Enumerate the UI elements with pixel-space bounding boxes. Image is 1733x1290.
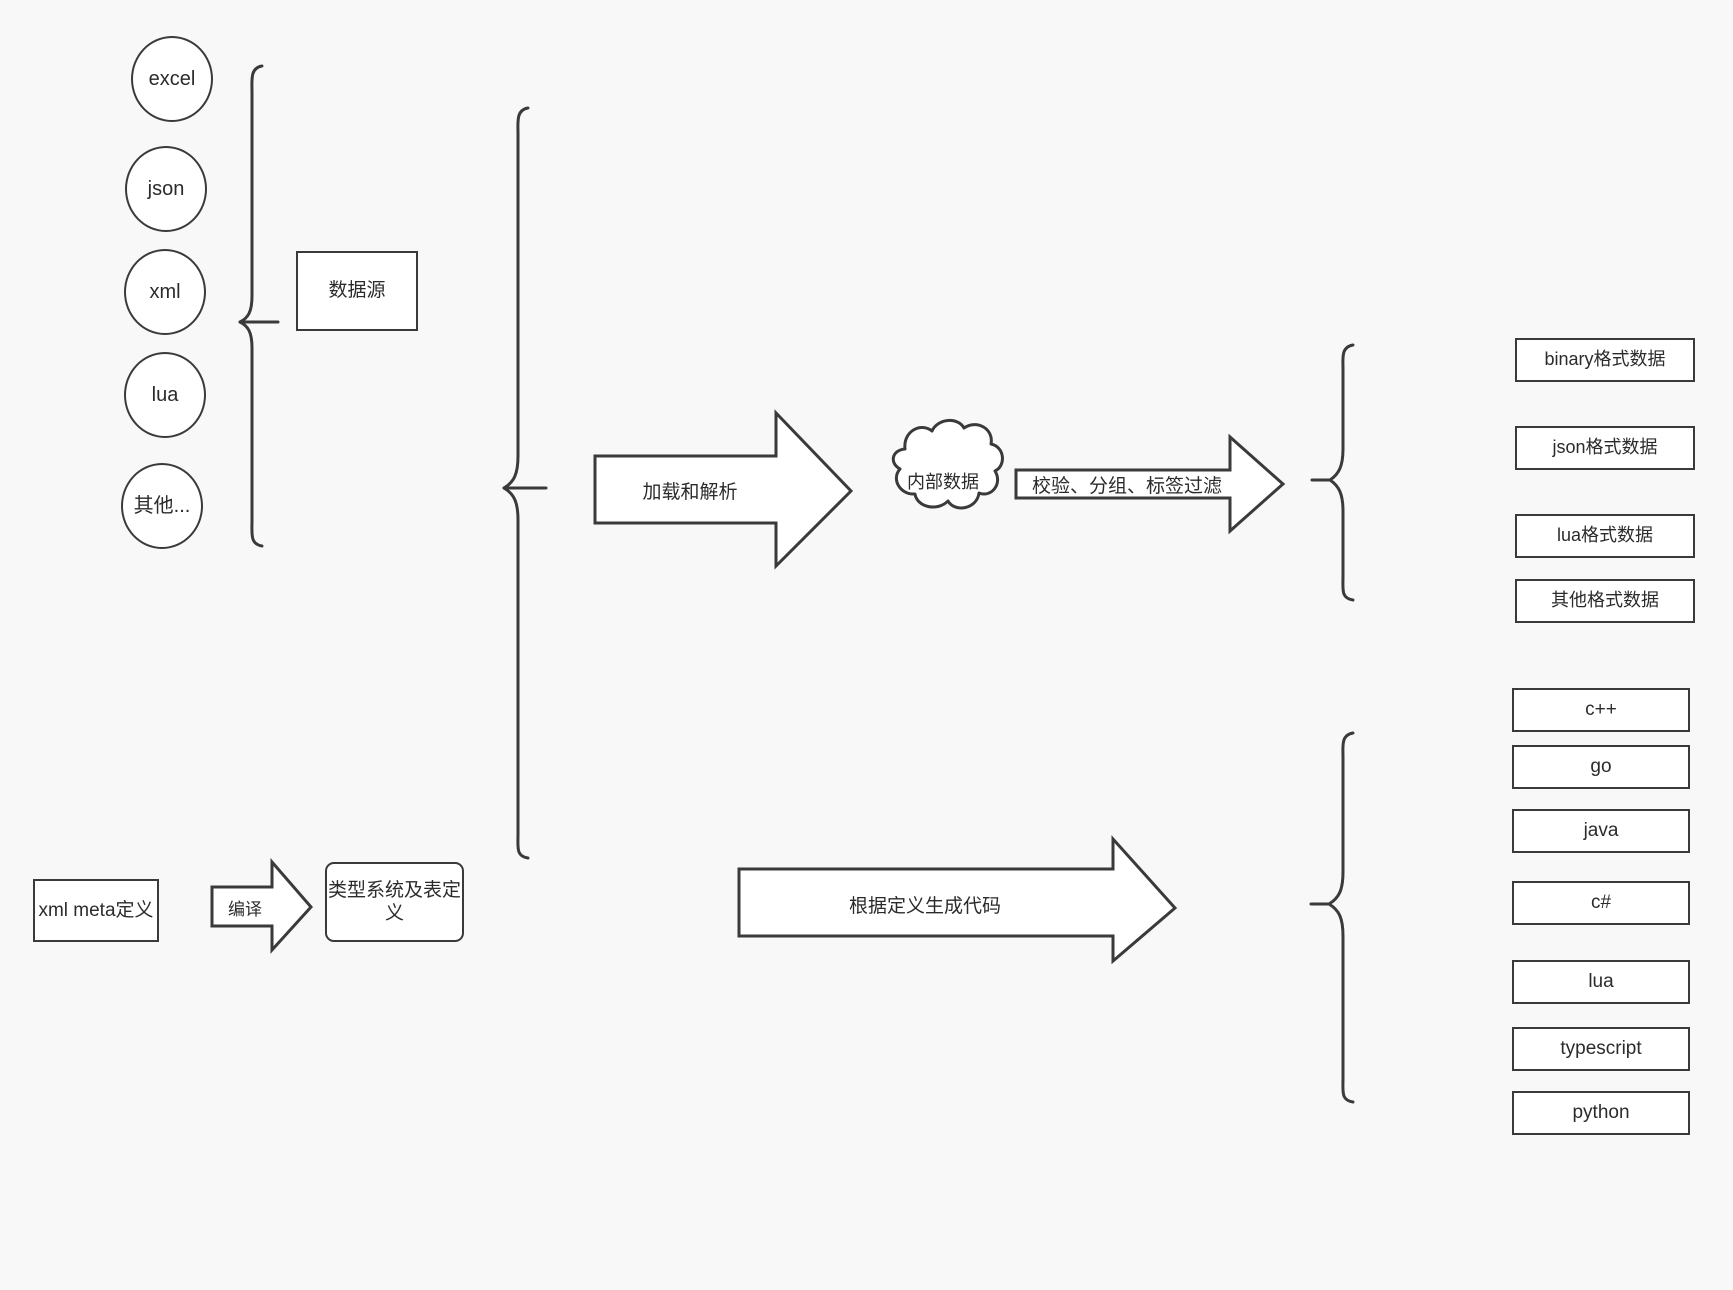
code-target-lua-label: lua [1588,971,1614,993]
output-format-lua[interactable]: lua格式数据 [1515,514,1695,558]
output-format-brace [1328,343,1355,602]
code-target-brace [1327,731,1355,1104]
load-parse-arrow-label: 加载和解析 [642,481,738,503]
data-source-brace [238,64,264,548]
load-parse-arrow-shape [593,409,854,570]
output-format-lua-label: lua格式数据 [1556,525,1654,546]
code-target-python[interactable]: python [1512,1091,1690,1135]
filter-arrow-label: 校验、分组、标签过滤 [1031,475,1222,497]
type-system-box[interactable]: 类型系统及表定义 [325,862,464,942]
code-target-go[interactable]: go [1512,745,1690,789]
output-format-other-label: 其他格式数据 [1551,590,1659,611]
data-source-group-label: 数据源 [328,280,386,302]
xml-meta-definition-label: xml meta定义 [38,899,154,921]
type-system-label: 类型系统及表定义 [327,879,461,924]
output-format-binary-label: binary格式数据 [1544,349,1666,370]
data-source-xml[interactable]: xml [124,249,206,335]
codegen-arrow-shape [737,835,1178,965]
data-source-excel[interactable]: excel [131,36,213,122]
compile-arrow-label: 编译 [228,899,262,919]
data-source-other-label: 其他... [133,494,191,517]
output-format-json[interactable]: json格式数据 [1515,426,1695,470]
output-format-other[interactable]: 其他格式数据 [1515,579,1695,623]
code-target-python-label: python [1572,1102,1630,1124]
codegen-arrow-label: 根据定义生成代码 [848,895,1001,917]
filter-arrow-shape [1014,433,1286,535]
data-source-xml-label: xml [149,280,181,303]
output-format-binary[interactable]: binary格式数据 [1515,338,1695,382]
data-source-lua[interactable]: lua [124,352,206,438]
code-target-typescript[interactable]: typescript [1512,1027,1690,1071]
code-target-cpp-label: c++ [1585,699,1617,721]
xml-meta-definition-box[interactable]: xml meta定义 [33,879,159,942]
pipeline-input-brace [502,106,530,860]
code-target-cpp[interactable]: c++ [1512,688,1690,732]
code-target-csharp[interactable]: c# [1512,881,1690,925]
code-target-java[interactable]: java [1512,809,1690,853]
internal-data-cloud-shape [891,419,1004,510]
code-target-go-label: go [1590,756,1612,778]
code-target-lua[interactable]: lua [1512,960,1690,1004]
code-target-java-label: java [1583,820,1619,842]
data-source-json-label: json [147,177,185,200]
output-format-json-label: json格式数据 [1552,437,1658,458]
data-source-group-box[interactable]: 数据源 [296,251,418,331]
compile-arrow-shape [210,857,314,954]
code-target-csharp-label: c# [1590,892,1612,914]
internal-data-cloud-label: 内部数据 [907,472,979,492]
data-source-json[interactable]: json [125,146,207,232]
code-target-typescript-label: typescript [1560,1038,1642,1060]
data-source-other[interactable]: 其他... [121,463,203,549]
data-source-excel-label: excel [148,67,196,90]
data-source-lua-label: lua [151,383,179,406]
